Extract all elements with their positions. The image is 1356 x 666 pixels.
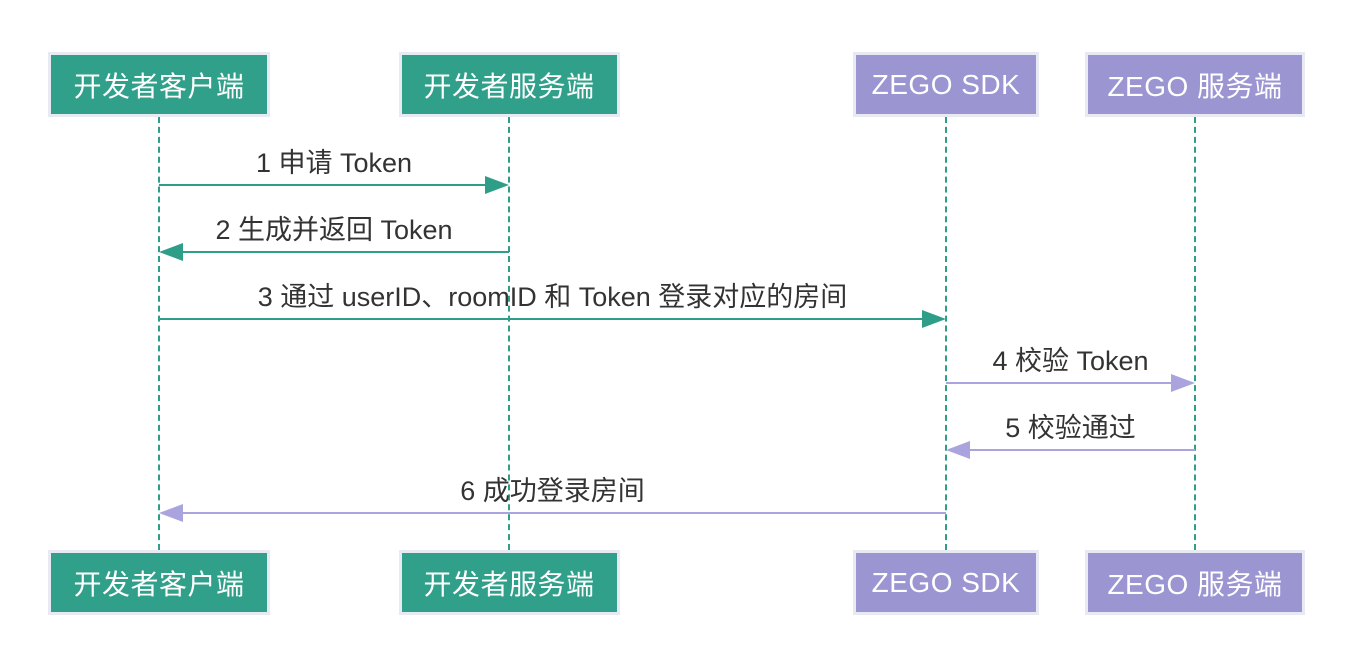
lifeline-zego-server xyxy=(1194,117,1196,550)
message-3-label: 3 通过 userID、roomID 和 Token 登录对应的房间 xyxy=(257,282,848,312)
message-4-label: 4 校验 Token xyxy=(992,346,1149,376)
message-1-line xyxy=(159,184,489,186)
message-3-arrowhead xyxy=(922,310,946,328)
message-1-arrowhead xyxy=(485,176,509,194)
actor-zego-sdk-top-box: ZEGO SDK xyxy=(853,52,1039,117)
actor-dev-client-bottom-box: 开发者客户端 xyxy=(48,550,270,615)
actor-dev-server-top-box: 开发者服务端 xyxy=(398,52,620,117)
actor-dev-server-bottom-box: 开发者服务端 xyxy=(398,550,620,615)
message-6-arrowhead xyxy=(159,504,183,522)
message-4-line xyxy=(946,382,1175,384)
lifeline-zego-sdk xyxy=(945,117,947,550)
message-5-line xyxy=(966,449,1195,451)
lifeline-dev-client xyxy=(158,117,160,550)
lifeline-dev-server xyxy=(508,117,510,550)
actor-dev-client-top-box: 开发者客户端 xyxy=(48,52,270,117)
message-2-label: 2 生成并返回 Token xyxy=(215,215,453,245)
message-1-label: 1 申请 Token xyxy=(255,148,413,178)
actor-zego-server-bottom-box: ZEGO 服务端 xyxy=(1085,550,1305,615)
message-5-arrowhead xyxy=(946,441,970,459)
message-5-label: 5 校验通过 xyxy=(1005,413,1136,443)
message-3-line xyxy=(159,318,926,320)
message-2-arrowhead xyxy=(159,243,183,261)
message-2-line xyxy=(179,251,509,253)
message-6-line xyxy=(179,512,946,514)
message-6-label: 6 成功登录房间 xyxy=(460,476,645,506)
actor-zego-sdk-bottom-box: ZEGO SDK xyxy=(853,550,1039,615)
actor-zego-server-top-box: ZEGO 服务端 xyxy=(1085,52,1305,117)
message-4-arrowhead xyxy=(1171,374,1195,392)
